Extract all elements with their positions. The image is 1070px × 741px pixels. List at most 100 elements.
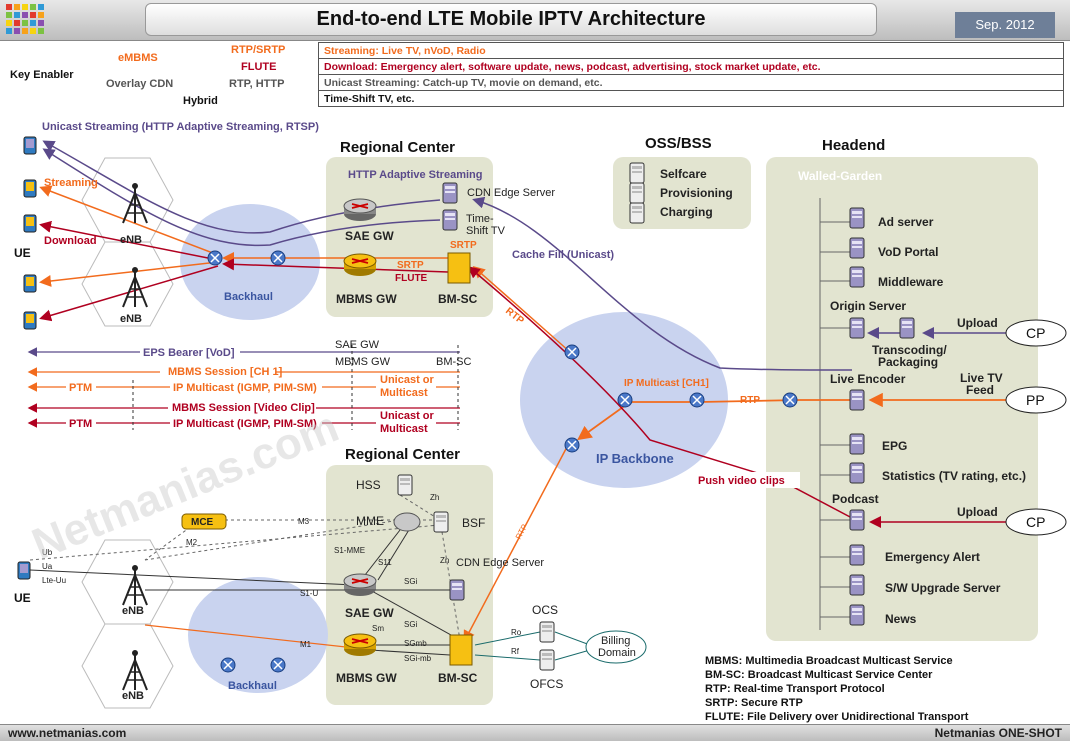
mce-box <box>181 513 227 530</box>
logo-icon <box>6 4 46 36</box>
cdn-edge-server-icon <box>442 182 458 204</box>
mce-label: MCE <box>191 517 214 528</box>
mbms-gw-icon <box>343 253 377 277</box>
backbone-router-icon <box>617 392 633 408</box>
legend-flute: FLUTE: File Delivery over Unidirectional… <box>705 711 969 723</box>
cp-label: CP <box>1026 514 1045 530</box>
enb-tower-icon <box>122 649 148 691</box>
mbms-gw-bottom-label: MBMS GW <box>336 671 397 685</box>
sw-upgrade-label: S/W Upgrade Server <box>885 581 1001 595</box>
timeshift-server-icon <box>442 209 458 231</box>
ue-label: UE <box>14 246 31 260</box>
headend-router-icon <box>782 392 798 408</box>
billing-label-1: Billing <box>601 635 630 647</box>
legend-srtp: SRTP: Secure RTP <box>705 697 803 709</box>
walled-garden-label: Walled-Garden <box>798 169 882 183</box>
podcast-label: Podcast <box>832 492 879 506</box>
srtp-label: SRTP <box>397 260 424 271</box>
header-bar: End-to-end LTE Mobile IPTV Architecture … <box>0 0 1070 41</box>
backhaul-router-icon <box>220 657 236 673</box>
origin-server-icon <box>849 317 865 339</box>
architecture-diagram: Unicast Streaming (HTTP Adaptive Streami… <box>14 121 1067 709</box>
live-tv-label-2: Feed <box>966 383 994 397</box>
middleware-label: Middleware <box>878 275 944 289</box>
cp-label: CP <box>1026 325 1045 341</box>
iface-zn: Zn <box>440 556 449 565</box>
iface-sm: Sm <box>372 624 384 633</box>
multicast-2: Multicast <box>380 423 428 435</box>
emergency-alert-label: Emergency Alert <box>885 550 980 564</box>
bsf-label: BSF <box>462 516 485 530</box>
enb-tower-icon <box>122 564 148 606</box>
cdn-edge-bottom-label: CDN Edge Server <box>456 557 544 569</box>
oss-bss-title: OSS/BSS <box>645 135 712 152</box>
transcoding-server-icon <box>899 317 915 339</box>
eps-bearer-label: EPS Bearer [VoD] <box>143 347 235 359</box>
ofcs-server-icon <box>539 649 555 671</box>
bearer-sae-gw: SAE GW <box>335 339 380 351</box>
backhaul-router-icon <box>207 250 223 266</box>
key-enabler-table: Streaming: Live TV, nVoD, Radio Download… <box>318 42 1064 107</box>
ue-phone-icon <box>23 136 37 155</box>
pp-ellipse <box>1005 386 1067 414</box>
billing-label-2: Domain <box>598 647 636 659</box>
upload-label: Upload <box>957 316 998 330</box>
srtp-label: SRTP <box>450 240 477 251</box>
backbone-router-icon <box>564 437 580 453</box>
vod-portal-label: VoD Portal <box>878 245 938 259</box>
cell-hexagon <box>81 241 174 327</box>
mbms-session-ch1: MBMS Session [CH 1] <box>168 366 283 378</box>
iface-s1u: S1-U <box>300 589 318 598</box>
ad-server-icon <box>849 207 865 229</box>
transcoding-label-2: Packaging <box>878 355 938 369</box>
ocs-server-icon <box>539 621 555 643</box>
enb-label: eNB <box>120 313 142 325</box>
push-label-bg <box>694 472 800 488</box>
protocol-rtp-srtp: RTP/SRTP <box>231 44 286 56</box>
backhaul-router-icon <box>270 657 286 673</box>
mbms-session-clip: MBMS Session [Video Clip] <box>172 402 315 414</box>
protocol-rtp-http: RTP, HTTP <box>229 78 285 90</box>
unicast-or-2: Unicast or <box>380 410 435 422</box>
iface-sgimb: SGi-mb <box>404 654 432 663</box>
ip-multicast-label: IP Multicast [CH1] <box>624 378 709 389</box>
footer-link[interactable]: www.netmanias.com <box>8 726 127 740</box>
key-item-embms: eMBMS <box>118 52 158 64</box>
cp-ellipse-top <box>1005 319 1067 347</box>
live-encoder-icon <box>849 389 865 411</box>
vod-portal-icon <box>849 237 865 259</box>
iface-ro: Ro <box>511 628 522 637</box>
backbone-router-icon <box>564 344 580 360</box>
iface-s1mme: S1-MME <box>334 546 365 555</box>
iface-m3: M3 <box>298 517 310 526</box>
charging-server-icon <box>629 202 645 224</box>
streaming-label: Streaming <box>44 177 98 189</box>
unicast-streaming-label: Unicast Streaming (HTTP Adaptive Streami… <box>42 121 319 133</box>
selfcare-server-icon <box>629 162 645 184</box>
iface-m1: M1 <box>300 640 312 649</box>
statistics-server-icon <box>849 462 865 484</box>
statistics-label: Statistics (TV rating, etc.) <box>882 469 1026 483</box>
ke-row-unicast: Unicast Streaming: Catch-up TV, movie on… <box>318 74 1064 91</box>
iface-s11: S11 <box>378 558 392 567</box>
epg-server-icon <box>849 433 865 455</box>
oss-charging: Charging <box>660 205 713 219</box>
headend-panel <box>766 157 1038 641</box>
sae-gw-icon <box>343 573 377 597</box>
upload-label: Upload <box>957 505 998 519</box>
middleware-icon <box>849 266 865 288</box>
hss-server-icon <box>397 474 413 496</box>
footer-bar: www.netmanias.com Netmanias ONE-SHOT <box>0 724 1070 741</box>
cache-fill-label: Cache Fill (Unicast) <box>512 249 614 261</box>
backhaul-router-icon <box>270 250 286 266</box>
footer-brand: Netmanias ONE-SHOT <box>934 726 1062 740</box>
protocol-flute: FLUTE <box>241 61 277 73</box>
has-label: HTTP Adaptive Streaming <box>348 169 482 181</box>
provisioning-server-icon <box>629 182 645 204</box>
cdn-edge-label: CDN Edge Server <box>467 187 555 199</box>
ptm-label: PTM <box>69 418 92 430</box>
epg-label: EPG <box>882 439 907 453</box>
iface-zh: Zh <box>430 493 439 502</box>
legend-mbms: MBMS: Multimedia Broadcast Multicast Ser… <box>705 655 953 667</box>
ue-phone-icon <box>23 311 37 330</box>
